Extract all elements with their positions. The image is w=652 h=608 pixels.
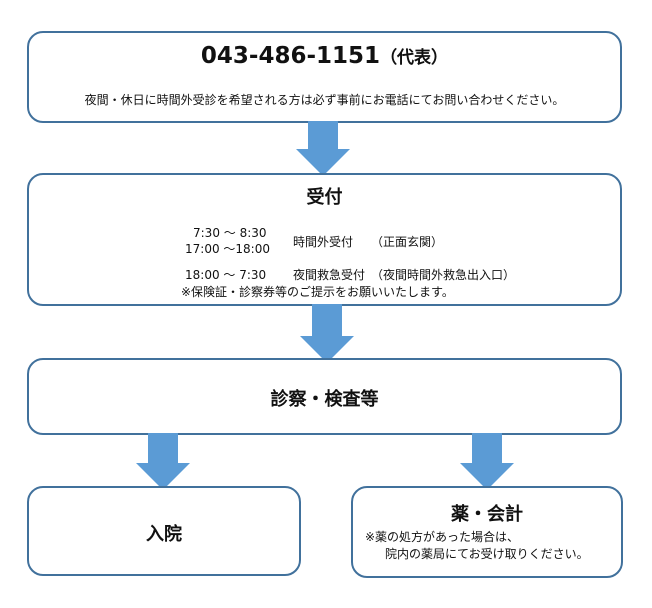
down-arrow-left (136, 433, 190, 490)
pharmacy-title: 薬・会計 (451, 504, 523, 525)
pharmacy-note-2: 院内の薬局にてお受け取りください。 (385, 547, 589, 561)
down-arrow-right (460, 433, 514, 490)
pharmacy-note-1: ※薬の処方があった場合は、 (365, 530, 520, 544)
pharmacy-box: 薬・会計 ※薬の処方があった場合は、 院内の薬局にてお受け取りください。 (351, 486, 623, 578)
reception-place-2: 夜間救急受付 （夜間時間外救急出入口） (293, 268, 516, 282)
reception-title: 受付 (306, 187, 343, 208)
exam-title: 診察・検査等 (270, 389, 379, 410)
reception-place-1: 時間外受付 （正面玄関） (293, 235, 444, 249)
reception-box: 受付 7:30 ～ 8:30 17:00 ～18:00 時間外受付 （正面玄関）… (27, 173, 622, 306)
reception-time-1b: 17:00 ～18:00 (185, 242, 270, 256)
admission-title: 入院 (146, 524, 182, 545)
phone-suffix: （代表） (380, 48, 449, 68)
admission-box: 入院 (27, 486, 301, 576)
reception-note: ※保険証・診察券等のご提示をお願いいたします。 (181, 285, 454, 299)
reception-time-2: 18:00 ～ 7:30 (185, 268, 267, 282)
down-arrow-2 (300, 304, 354, 363)
contact-note: 夜間・休日に時間外受診を希望される方は必ず事前にお電話にてお問い合わせください。 (84, 93, 565, 107)
exam-box: 診察・検査等 (27, 358, 622, 435)
down-arrow-1 (296, 121, 350, 176)
reception-time-1a: 7:30 ～ 8:30 (193, 226, 267, 240)
phone-line: 043-486-1151（代表） (29, 43, 620, 69)
contact-box: 043-486-1151（代表） 夜間・休日に時間外受診を希望される方は必ず事前… (27, 31, 622, 123)
phone-number: 043-486-1151 (200, 43, 381, 69)
